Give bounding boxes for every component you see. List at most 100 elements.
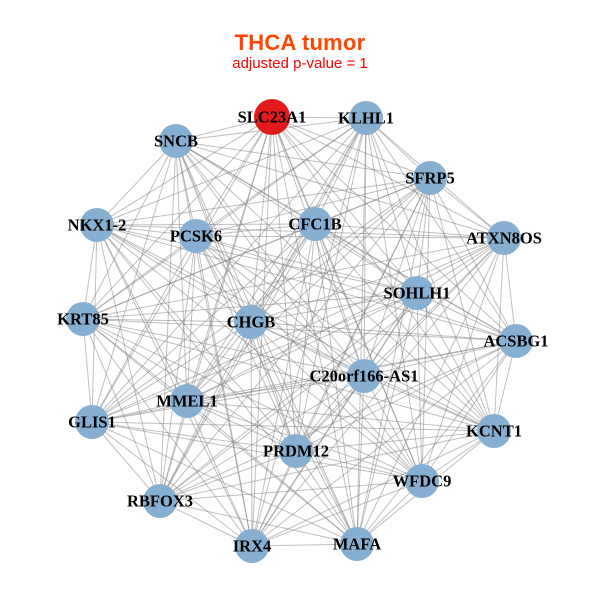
edge (195, 116, 273, 237)
edge (271, 116, 431, 179)
edge (195, 235, 423, 482)
edge (416, 292, 517, 342)
node-MMEL1 (170, 384, 204, 418)
edge (250, 321, 365, 377)
node-SNCB (159, 124, 193, 158)
edge (195, 235, 252, 323)
node-RBFOX3 (143, 484, 177, 518)
edge (186, 177, 431, 402)
edge (82, 318, 495, 432)
node-label-NKX1-2: NKX1-2 (68, 216, 127, 235)
edge (159, 177, 431, 502)
edge (363, 375, 423, 482)
edge (159, 375, 365, 502)
node-label-SNCB: SNCB (154, 132, 198, 151)
edge (416, 237, 505, 294)
node-label-ATXN8OS: ATXN8OS (466, 229, 542, 248)
node-label-C20orf166-AS1: C20orf166-AS1 (309, 367, 418, 386)
edge (356, 375, 365, 545)
edge (175, 140, 365, 377)
edge (363, 375, 495, 432)
edge (82, 318, 252, 323)
edge (82, 318, 358, 545)
edge (91, 117, 367, 423)
edge (175, 140, 252, 323)
edge (250, 321, 297, 452)
edge (82, 318, 517, 342)
edge (295, 223, 316, 452)
edge (314, 223, 358, 545)
edge (91, 421, 495, 432)
edge (175, 140, 253, 547)
edge (195, 235, 495, 432)
edge (82, 318, 253, 547)
node-label-ACSBG1: ACSBG1 (483, 332, 548, 351)
edge (195, 235, 517, 342)
edge (250, 177, 431, 323)
edge (195, 223, 316, 237)
edge (429, 177, 517, 342)
edge (250, 116, 273, 323)
edge (250, 321, 253, 547)
node-KCNT1 (477, 414, 511, 448)
edge (251, 177, 431, 547)
node-label-SLC23A1: SLC23A1 (238, 108, 307, 127)
edge (421, 340, 517, 482)
node-label-SFRP5: SFRP5 (405, 169, 455, 188)
edge (186, 117, 367, 402)
edge (96, 177, 431, 226)
edge (82, 140, 177, 320)
node-label-SOHLH1: SOHLH1 (384, 284, 451, 303)
node-SOHLH1 (400, 276, 434, 310)
edge (186, 292, 418, 402)
edge (186, 116, 273, 402)
edge (96, 116, 273, 226)
edge (159, 117, 367, 502)
node-MAFA (340, 527, 374, 561)
edge (195, 235, 365, 377)
node-label-PRDM12: PRDM12 (263, 442, 329, 461)
edge (271, 116, 358, 545)
edge (159, 237, 505, 502)
edge (186, 400, 253, 547)
node-NKX1-2 (80, 208, 114, 242)
edge (91, 223, 316, 423)
edge (91, 116, 273, 423)
edge (96, 224, 495, 432)
node-PCSK6 (179, 219, 213, 253)
node-label-KLHL1: KLHL1 (338, 109, 394, 128)
node-label-IRX4: IRX4 (233, 537, 272, 556)
edge (96, 224, 161, 502)
edge (175, 140, 505, 239)
edge (159, 321, 252, 502)
edge (159, 500, 253, 547)
edge (271, 116, 423, 482)
edge (175, 140, 517, 342)
edge (82, 318, 423, 482)
edge (295, 237, 505, 452)
edge (356, 117, 367, 545)
edge (365, 117, 423, 482)
edge (91, 340, 517, 423)
node-C20orf166-AS1 (347, 359, 381, 393)
edge (421, 177, 431, 482)
node-GLIS1 (75, 405, 109, 439)
edge (96, 224, 418, 294)
edge (363, 237, 505, 377)
edge (356, 237, 505, 545)
edge (416, 292, 423, 482)
edge (91, 177, 431, 423)
edge (91, 421, 161, 502)
edge (314, 223, 505, 239)
edge (159, 430, 495, 502)
edge (175, 140, 431, 179)
node-KRT85 (66, 302, 100, 336)
edge (91, 235, 197, 423)
edge (250, 237, 505, 323)
node-IRX4 (235, 529, 269, 563)
edge (429, 177, 495, 432)
node-label-RBFOX3: RBFOX3 (127, 492, 193, 511)
edge (314, 117, 367, 225)
